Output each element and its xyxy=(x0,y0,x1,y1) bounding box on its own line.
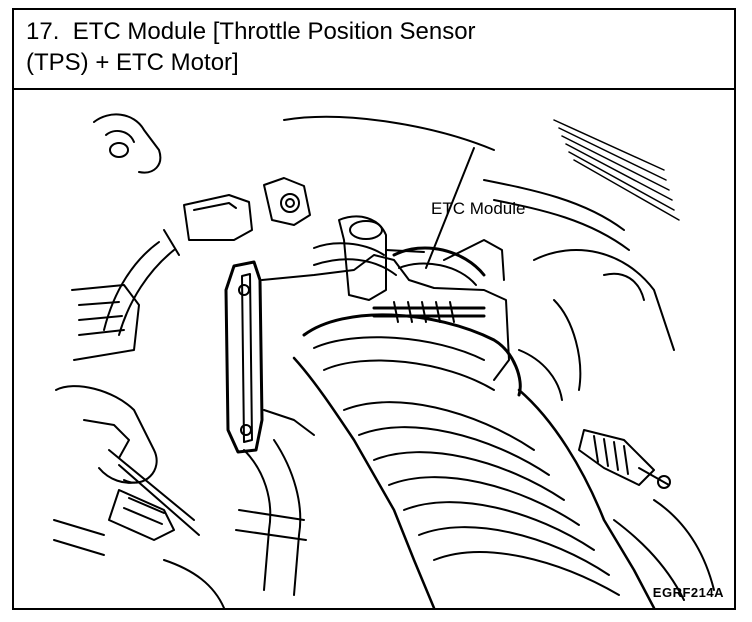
diagram-frame: 17. ETC Module [Throttle Position Sensor… xyxy=(12,8,736,610)
engine-illustration: ETC Module EGRF214A xyxy=(14,90,734,608)
etc-module-callout: ETC Module xyxy=(431,199,526,218)
figure-code: EGRF214A xyxy=(652,585,724,600)
title-line-2: (TPS) + ETC Motor] xyxy=(26,49,239,76)
section-header: 17. ETC Module [Throttle Position Sensor… xyxy=(14,10,734,90)
title-line-1: 17. ETC Module [Throttle Position Sensor xyxy=(26,18,476,45)
engine-line-drawing xyxy=(53,113,715,608)
